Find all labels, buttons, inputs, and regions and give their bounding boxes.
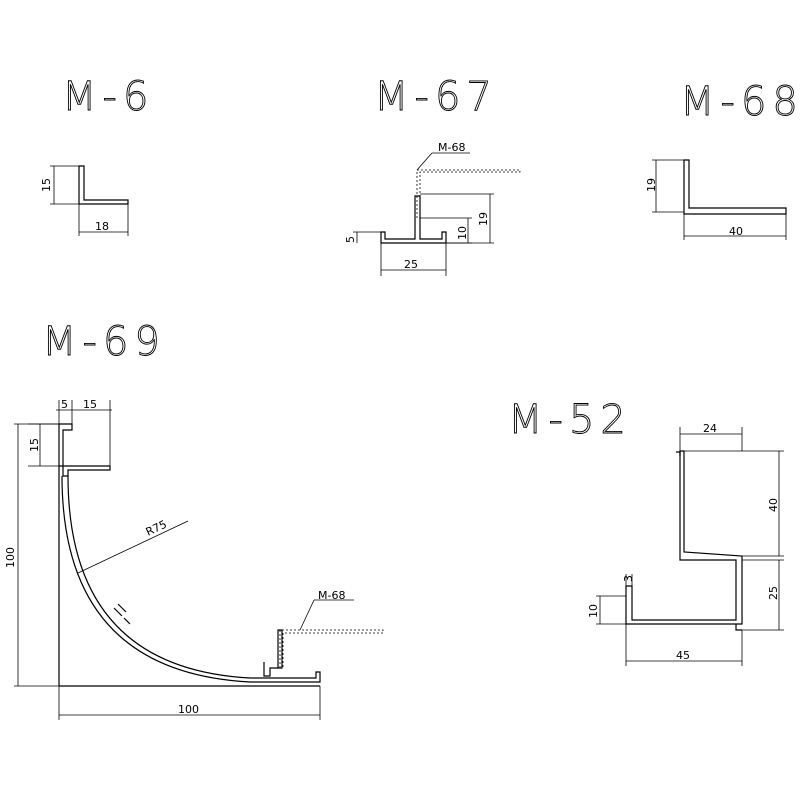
m52-dim-top: 24 <box>703 422 717 435</box>
m52-dim-lower: 25 <box>767 586 780 600</box>
m67-title: M-67 <box>374 74 498 120</box>
m69-overlay-m68 <box>279 629 384 668</box>
m67-profile-shape <box>380 195 447 244</box>
m6-dim-height: 15 <box>40 178 53 192</box>
m68-profile-shape <box>683 159 787 215</box>
m68-dim-height: 19 <box>645 178 658 192</box>
m6-dim-width: 18 <box>95 220 109 233</box>
m67-overlay-m68 <box>416 169 521 218</box>
m52-dim-lip: 3 <box>622 575 635 582</box>
m69-dim-top-a: 5 <box>61 398 68 411</box>
profile-m69: M-69 M-68 R75 5 15 15 100 <box>4 319 384 720</box>
m69-dim-width: 100 <box>178 703 199 716</box>
m68-title: M-68 <box>680 79 800 125</box>
m67-dim-lip: 5 <box>344 236 357 243</box>
m52-profile-shape <box>625 450 743 625</box>
profile-m67: M-67 M-68 5 25 10 19 <box>344 74 521 276</box>
m6-title: M-6 <box>62 74 154 120</box>
m67-dim-width: 25 <box>404 258 418 271</box>
profile-m52: M-52 24 40 25 3 10 45 <box>508 397 784 666</box>
m68-dim-width: 40 <box>729 225 743 238</box>
m69-title: M-69 <box>42 319 166 365</box>
m69-dim-top-b: 15 <box>83 398 97 411</box>
profile-m6: M-6 15 18 <box>40 74 154 236</box>
m52-dim-upper: 40 <box>767 498 780 512</box>
m69-top-piece <box>58 423 111 477</box>
profile-m68: M-68 19 40 <box>645 79 800 240</box>
m52-dim-width: 45 <box>676 649 690 662</box>
m69-dim-height: 100 <box>4 547 17 568</box>
m52-dim-left: 10 <box>587 604 600 618</box>
m69-callout: M-68 <box>318 589 345 602</box>
m67-dim-inner: 10 <box>456 226 469 240</box>
m6-profile-shape <box>78 165 129 205</box>
m69-curved-body <box>61 475 321 683</box>
m52-title: M-52 <box>508 397 632 443</box>
m67-callout: M-68 <box>438 141 465 154</box>
m69-dim-side: 15 <box>28 438 41 452</box>
m67-dim-height: 19 <box>477 212 490 226</box>
